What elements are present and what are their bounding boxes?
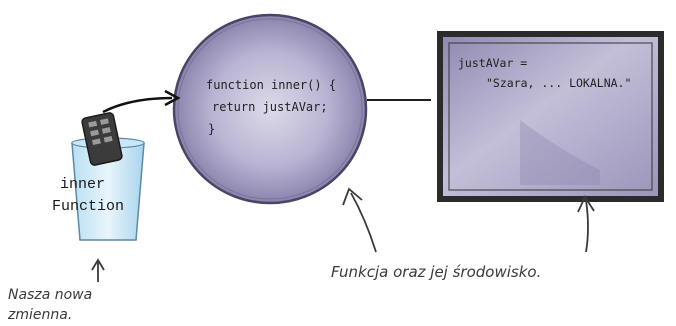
function-code-line: function inner() { xyxy=(206,78,337,92)
environment-box xyxy=(437,31,664,202)
function-code-line: return justAVar; xyxy=(212,100,328,114)
cup-label: inner xyxy=(60,176,106,193)
pointer-arrow-box xyxy=(577,195,595,253)
pointer-arrow-cup xyxy=(91,258,105,282)
function-ellipse xyxy=(172,13,368,205)
function-code-line: } xyxy=(208,122,216,136)
cup-label: Function xyxy=(52,198,125,215)
caption-environment: Funkcja oraz jej środowisko. xyxy=(331,263,542,281)
environment-code-line: justAVar = xyxy=(458,56,528,70)
caption-variable: Nasza nowa xyxy=(8,287,93,303)
caption-variable: zmienna. xyxy=(8,307,73,323)
remote-control-icon xyxy=(81,112,123,166)
pointer-arrow-ellipse xyxy=(342,187,377,253)
environment-code-line: "Szara, ... LOKALNA." xyxy=(486,76,632,90)
reference-arrow xyxy=(102,89,181,114)
